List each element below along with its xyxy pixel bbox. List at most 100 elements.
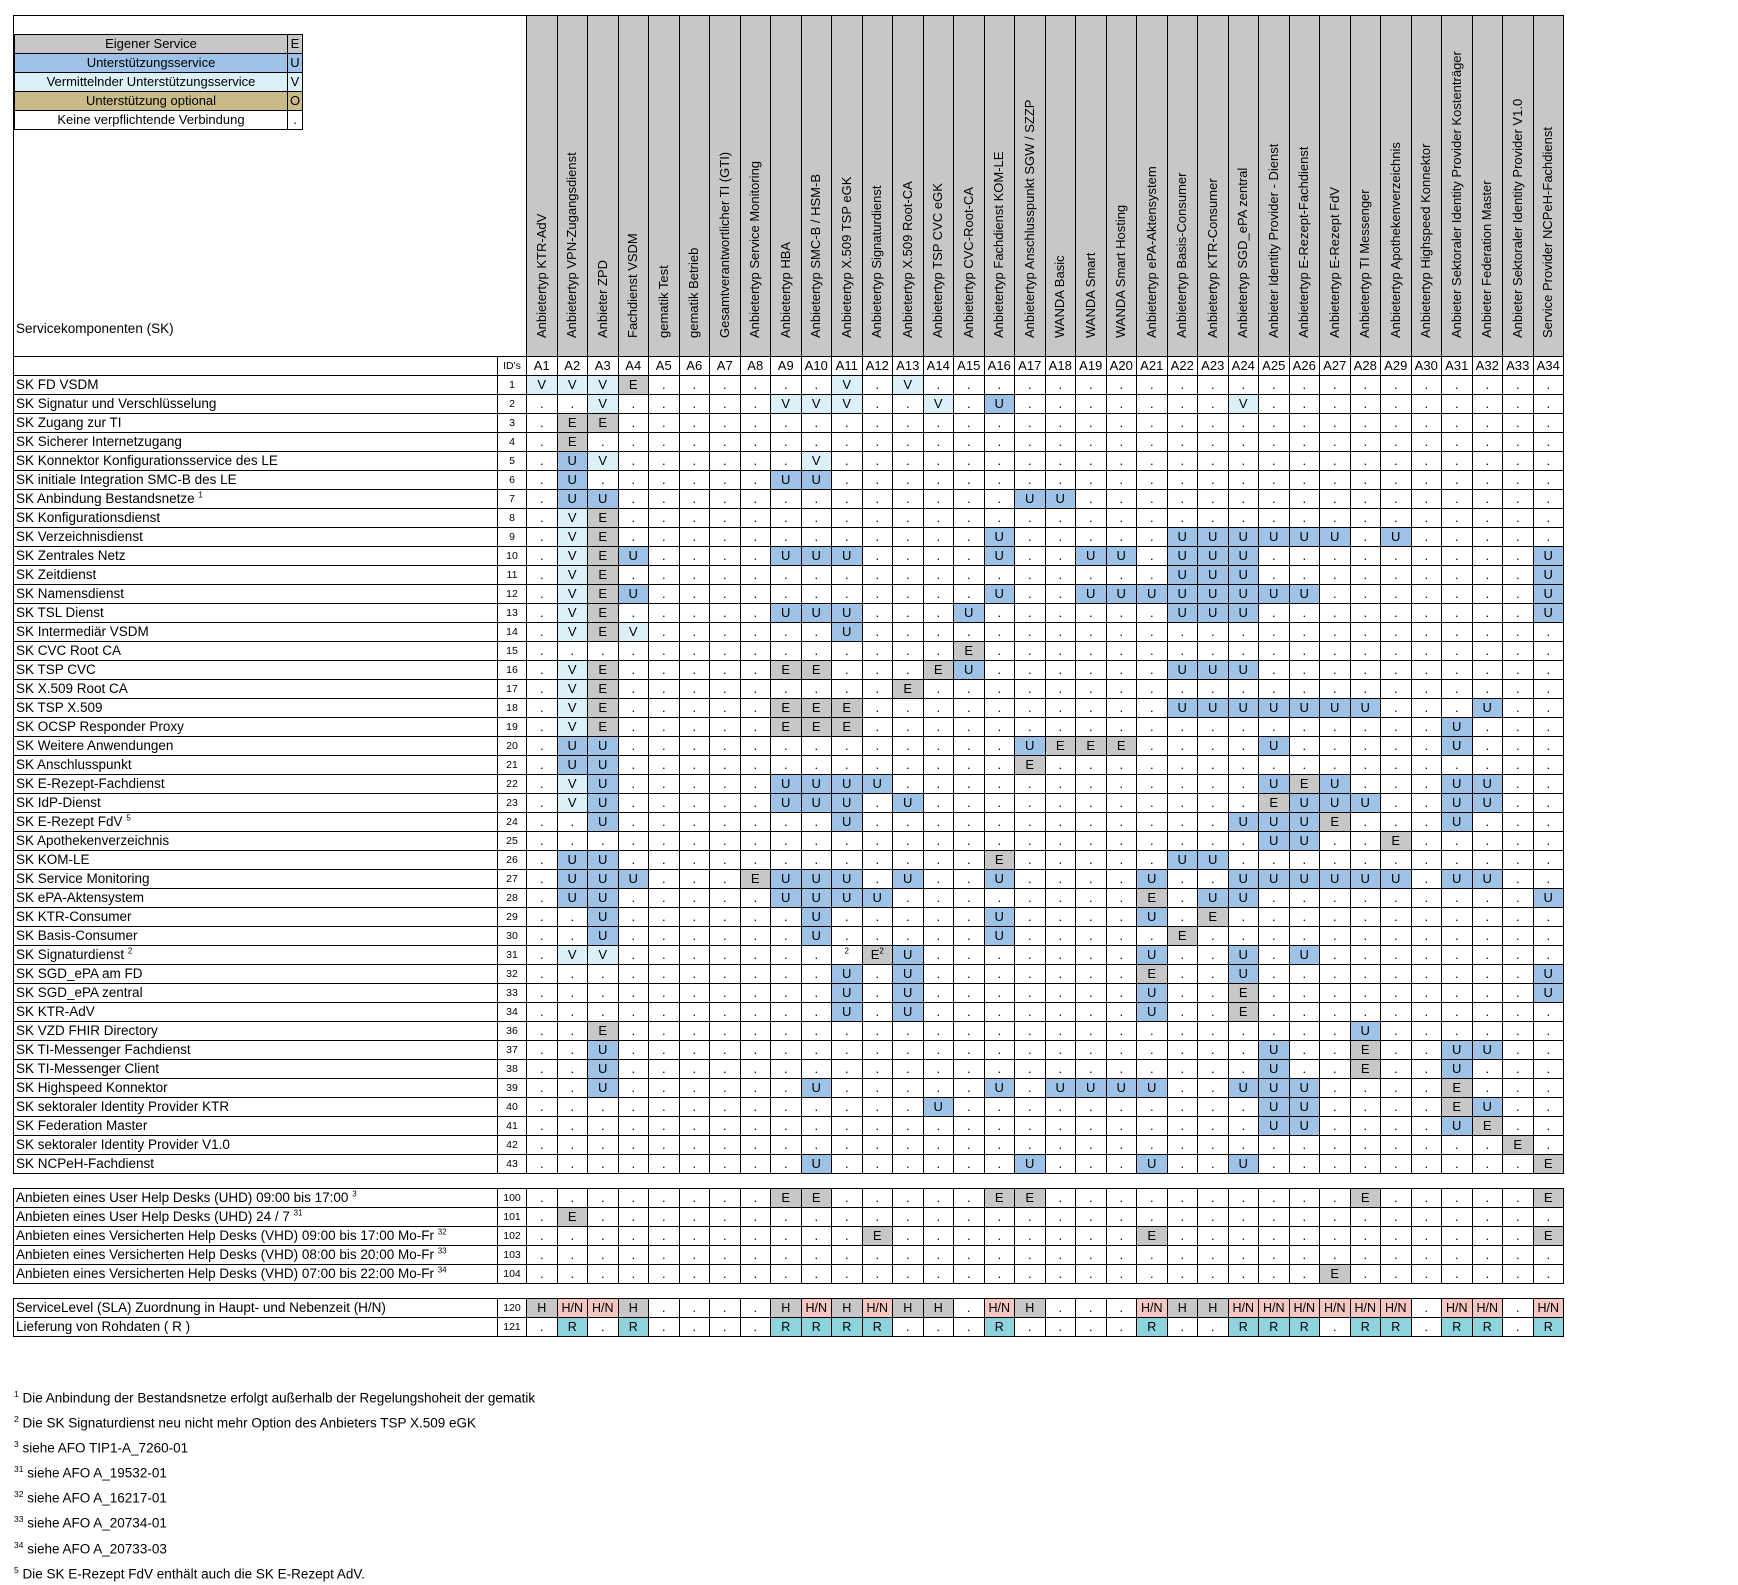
- matrix-cell: .: [1380, 717, 1412, 737]
- matrix-cell: E: [770, 660, 802, 680]
- matrix-cell: .: [739, 1135, 771, 1155]
- matrix-cell: U: [1441, 1059, 1473, 1079]
- matrix-cell: .: [1044, 1002, 1076, 1022]
- matrix-cell: U: [953, 603, 985, 623]
- matrix-cell: .: [922, 1040, 954, 1060]
- matrix-cell: .: [556, 641, 588, 661]
- matrix-cell: .: [678, 1097, 710, 1117]
- matrix-cell: .: [709, 774, 741, 794]
- matrix-cell: .: [1288, 1135, 1320, 1155]
- matrix-cell: .: [1044, 755, 1076, 775]
- matrix-cell: U: [587, 907, 619, 927]
- matrix-cell: .: [1136, 470, 1168, 490]
- matrix-cell: .: [1075, 679, 1107, 699]
- matrix-cell: .: [1136, 394, 1168, 414]
- matrix-cell: .: [1471, 1226, 1503, 1246]
- matrix-cell: U: [1258, 1116, 1290, 1136]
- matrix-cell: .: [831, 470, 863, 490]
- matrix-cell: .: [983, 622, 1015, 642]
- matrix-cell: .: [983, 432, 1015, 452]
- matrix-cell: .: [1319, 983, 1351, 1003]
- matrix-cell: .: [1532, 907, 1564, 927]
- matrix-cell: .: [831, 527, 863, 547]
- matrix-cell: .: [1502, 1154, 1534, 1174]
- matrix-cell: .: [1380, 907, 1412, 927]
- matrix-cell: .: [1349, 1264, 1381, 1284]
- matrix-cell: .: [1075, 888, 1107, 908]
- matrix-cell: U: [1349, 793, 1381, 813]
- matrix-cell: .: [1441, 451, 1473, 471]
- matrix-cell: .: [678, 1226, 710, 1246]
- matrix-cell: .: [1136, 660, 1168, 680]
- matrix-cell: .: [1441, 831, 1473, 851]
- matrix-cell: .: [1502, 451, 1534, 471]
- matrix-cell: .: [1197, 717, 1229, 737]
- column-header: Anbietertyp TSP CVC eGK: [922, 15, 954, 357]
- matrix-cell: .: [983, 774, 1015, 794]
- matrix-cell: .: [1532, 831, 1564, 851]
- matrix-cell: U: [983, 869, 1015, 889]
- matrix-cell: .: [739, 1317, 771, 1337]
- matrix-cell: .: [526, 527, 558, 547]
- matrix-cell: .: [739, 698, 771, 718]
- matrix-cell: .: [1105, 983, 1137, 1003]
- matrix-cell: .: [1227, 1264, 1259, 1284]
- matrix-cell: .: [1166, 736, 1198, 756]
- matrix-cell: .: [1532, 1116, 1564, 1136]
- matrix-cell: U: [1258, 1040, 1290, 1060]
- matrix-cell: .: [678, 508, 710, 528]
- matrix-cell: .: [1227, 736, 1259, 756]
- matrix-cell: V: [587, 394, 619, 414]
- footnote-number: 31: [14, 1464, 24, 1475]
- matrix-cell: .: [1471, 1002, 1503, 1022]
- row-label: SK CVC Root CA: [13, 641, 498, 661]
- legend-code: .: [287, 110, 303, 130]
- matrix-cell: .: [1532, 1207, 1564, 1227]
- matrix-cell: .: [831, 1245, 863, 1265]
- matrix-cell: V: [556, 679, 588, 699]
- row-id: 13: [497, 603, 527, 623]
- matrix-cell: .: [1349, 1154, 1381, 1174]
- matrix-cell: .: [800, 1135, 832, 1155]
- matrix-cell: .: [1349, 565, 1381, 585]
- matrix-cell: .: [526, 584, 558, 604]
- footnote-text: Die Anbindung der Bestandsnetze erfolgt …: [22, 1390, 536, 1406]
- matrix-cell: .: [1014, 1317, 1046, 1337]
- matrix-cell: .: [831, 584, 863, 604]
- matrix-cell: .: [1105, 1264, 1137, 1284]
- matrix-cell: .: [953, 375, 985, 395]
- matrix-cell: .: [1502, 527, 1534, 547]
- matrix-cell: U: [1471, 1097, 1503, 1117]
- matrix-cell: .: [800, 527, 832, 547]
- matrix-cell: .: [526, 926, 558, 946]
- matrix-cell: .: [1410, 812, 1442, 832]
- matrix-cell: .: [1136, 1116, 1168, 1136]
- matrix-cell: U: [1532, 983, 1564, 1003]
- matrix-cell: .: [1502, 603, 1534, 623]
- matrix-cell: .: [1471, 1207, 1503, 1227]
- matrix-cell: .: [617, 489, 649, 509]
- matrix-cell: E: [1044, 736, 1076, 756]
- matrix-cell: .: [953, 698, 985, 718]
- matrix-cell: .: [892, 527, 924, 547]
- matrix-cell: U: [1014, 736, 1046, 756]
- matrix-cell: .: [648, 1078, 680, 1098]
- matrix-cell: .: [1410, 1226, 1442, 1246]
- matrix-cell: .: [1349, 603, 1381, 623]
- matrix-cell: .: [892, 622, 924, 642]
- matrix-cell: .: [678, 1207, 710, 1227]
- matrix-cell: .: [922, 698, 954, 718]
- matrix-cell: .: [709, 622, 741, 642]
- matrix-cell: .: [892, 736, 924, 756]
- matrix-cell: H/N: [1136, 1298, 1168, 1318]
- matrix-cell: .: [709, 945, 741, 965]
- matrix-cell: .: [1349, 508, 1381, 528]
- matrix-cell: .: [861, 584, 893, 604]
- matrix-cell: .: [1319, 1040, 1351, 1060]
- matrix-cell: .: [800, 1021, 832, 1041]
- matrix-cell: .: [1502, 1317, 1534, 1337]
- matrix-cell: .: [1044, 546, 1076, 566]
